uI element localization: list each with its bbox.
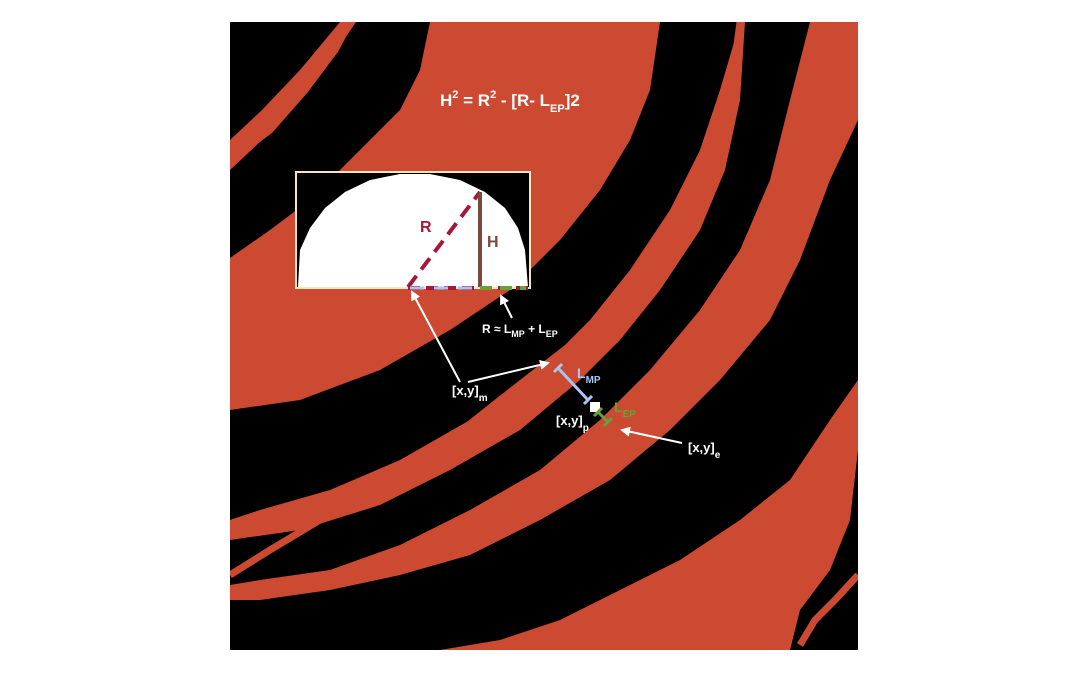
arrow-e	[620, 426, 683, 444]
label-R: R	[420, 219, 432, 236]
arrow-m-to-band	[467, 359, 550, 383]
label-LMP: LMP	[577, 365, 601, 386]
black-band-1	[230, 22, 340, 140]
inset-panel: R H	[295, 171, 531, 290]
lep-segment	[592, 406, 614, 428]
pixel-panel	[230, 22, 858, 650]
point-p-marker	[590, 402, 600, 412]
black-band-4	[230, 22, 810, 585]
red-stripe-2	[230, 22, 744, 578]
red-stripe-1	[230, 22, 354, 163]
radius-line	[406, 190, 482, 289]
black-band-3	[230, 22, 740, 520]
label-H: H	[487, 234, 499, 251]
lmp-segment	[552, 362, 594, 406]
red-stripe-3	[796, 572, 858, 647]
arrow-m-to-inset	[411, 290, 461, 383]
approx-label: R ≈ LMP + LEP	[482, 322, 558, 339]
label-xy-m: [x,y]m	[452, 383, 488, 404]
black-band-6	[230, 120, 858, 650]
equation: H2 = R2 - [R- LEP]2	[440, 89, 580, 115]
inset-semicircle	[298, 174, 528, 287]
black-band-5	[790, 450, 858, 650]
label-LEP: LEP	[614, 399, 636, 420]
label-xy-e: [x,y]e	[688, 440, 721, 461]
approx-arrow	[500, 294, 513, 319]
label-xy-p: [x,y]p	[556, 413, 589, 434]
black-band-2	[230, 22, 430, 258]
